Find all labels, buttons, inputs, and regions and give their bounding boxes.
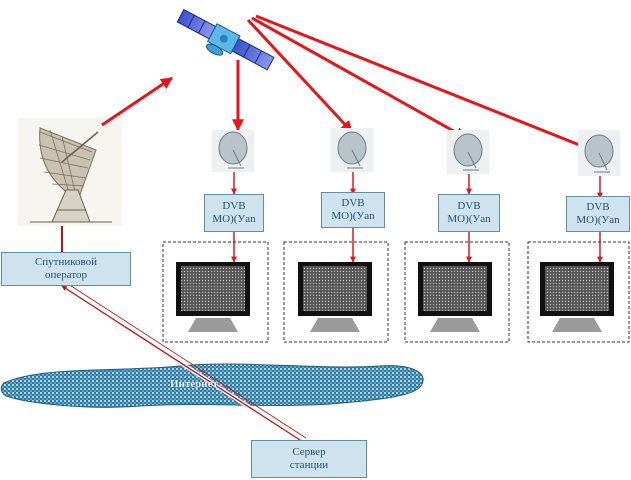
- receiver-line2: МО)(Уan: [331, 210, 375, 222]
- dish-to-receiver-arrows: [231, 172, 603, 199]
- dvb-receiver-box: DVB МО)(Уan: [204, 194, 264, 232]
- dvb-receiver-box: DVB МО)(Уan: [438, 194, 500, 232]
- receiver-line1: DVB: [457, 200, 481, 212]
- operator-line1: Спутниковой: [34, 256, 98, 268]
- receiver-to-tv-arrows: [231, 228, 603, 263]
- downlink-arrows: [232, 14, 594, 152]
- server-link: [60, 281, 307, 444]
- satellite-operator-box: Спутниковой оператор: [1, 252, 131, 286]
- dish-icon: [578, 130, 620, 176]
- dvb-receiver-box: DVB МО)(Уan: [321, 192, 385, 228]
- receiver-line1: DVB: [222, 200, 246, 212]
- internet-cloud: [0, 363, 424, 408]
- receiver-line2: МО)(Уan: [447, 213, 491, 225]
- internet-label: Интернет: [170, 378, 218, 390]
- server-line2: станции: [289, 459, 329, 471]
- receiver-line1: DVB: [586, 201, 610, 213]
- dvb-receiver-box: DVB МО)(Уan: [566, 196, 630, 232]
- operator-line2: оператор: [44, 269, 88, 281]
- receiver-line2: МО)(Уan: [212, 213, 256, 225]
- tv-set: [162, 241, 269, 343]
- dish-icon: [212, 130, 254, 172]
- tv-set: [527, 241, 630, 343]
- satellite-icon: [176, 8, 275, 71]
- dish-icon: [331, 128, 373, 172]
- dish-icon: [447, 130, 489, 174]
- server-box: Сервер станции: [251, 440, 367, 478]
- tv-set: [283, 241, 389, 343]
- uplink-arrow: [101, 76, 173, 127]
- receiver-line2: МО)(Уan: [576, 214, 620, 226]
- ground-station-icon: [18, 118, 122, 226]
- server-line1: Сервер: [292, 446, 326, 458]
- receiver-line1: DVB: [341, 197, 365, 209]
- tv-set: [404, 241, 510, 343]
